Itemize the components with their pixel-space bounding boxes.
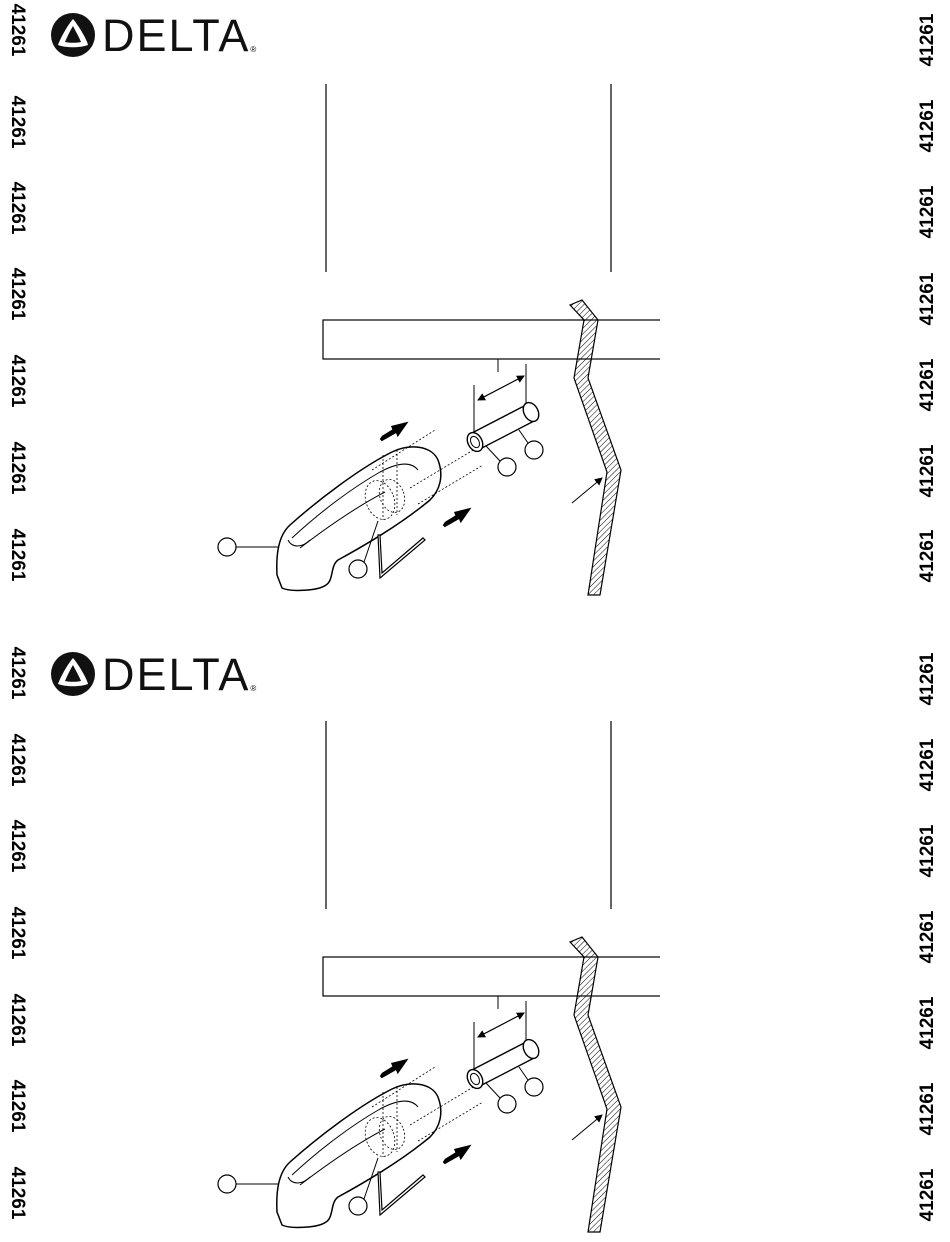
page-code-left-9: 41261 — [7, 730, 27, 790]
delta-triangle-logo-icon — [50, 12, 96, 58]
page-code-right-11: 41261 — [918, 907, 938, 967]
brand-wordmark: DELTA — [102, 652, 250, 697]
measurement-box — [323, 957, 660, 996]
callout-circle — [349, 1197, 367, 1215]
direction-arrow — [444, 1147, 468, 1163]
page-code-right-14: 41261 — [918, 1165, 938, 1225]
wall-pointer-arrow — [572, 478, 602, 503]
registered-mark: ® — [250, 684, 256, 693]
page-code-left-3: 41261 — [7, 178, 27, 238]
page-code-right-8: 41261 — [918, 649, 938, 709]
direction-arrow — [381, 424, 405, 440]
wall-pointer-arrow — [572, 1115, 602, 1140]
page-code-right-3: 41261 — [918, 182, 938, 242]
installation-diagram-top — [200, 75, 660, 605]
page-code-right-7: 41261 — [918, 526, 938, 586]
page-code-right-9: 41261 — [918, 735, 938, 795]
installation-diagram-bottom — [200, 712, 660, 1242]
callout-circle — [218, 538, 236, 556]
page-code-left-12: 41261 — [7, 990, 27, 1050]
measurement-box — [323, 320, 660, 359]
page-code-left-2: 41261 — [7, 92, 27, 152]
callout-circle — [349, 560, 367, 578]
delta-logo: DELTA ® — [50, 12, 256, 58]
page-code-right-5: 41261 — [918, 355, 938, 415]
callout-circle — [498, 1095, 516, 1113]
page-code-left-8: 41261 — [7, 643, 27, 703]
allen-wrench — [378, 535, 425, 578]
page-code-right-6: 41261 — [918, 441, 938, 501]
page-code-right-13: 41261 — [918, 1079, 938, 1139]
callout-circle — [525, 441, 543, 459]
page-code-right-10: 41261 — [918, 821, 938, 881]
page-code-right-12: 41261 — [918, 993, 938, 1053]
page-code-left-11: 41261 — [7, 903, 27, 963]
callout-circle — [525, 1078, 543, 1096]
page-code-left-6: 41261 — [7, 438, 27, 498]
allen-wrench — [378, 1172, 425, 1215]
registered-mark: ® — [250, 45, 256, 54]
page-code-right-1: 41261 — [918, 10, 938, 70]
direction-arrow — [381, 1061, 405, 1077]
delta-triangle-logo-icon — [50, 651, 96, 697]
page-code-right-4: 41261 — [918, 269, 938, 329]
direction-arrow — [444, 510, 468, 526]
tub-spout-illustration — [200, 75, 660, 605]
page-code-left-14: 41261 — [7, 1163, 27, 1223]
page-code-left-7: 41261 — [7, 525, 27, 585]
callout-circle — [218, 1175, 236, 1193]
brand-wordmark: DELTA — [102, 13, 250, 58]
callout-circle — [498, 458, 516, 476]
page-code-right-2: 41261 — [918, 96, 938, 156]
tub-spout-illustration — [200, 712, 660, 1242]
page-code-left-10: 41261 — [7, 816, 27, 876]
page-code-left-1: 41261 — [7, 0, 27, 60]
page-code-left-4: 41261 — [7, 264, 27, 324]
page-code-left-13: 41261 — [7, 1076, 27, 1136]
delta-logo-bottom: DELTA ® — [50, 651, 256, 697]
page-code-left-5: 41261 — [7, 351, 27, 411]
